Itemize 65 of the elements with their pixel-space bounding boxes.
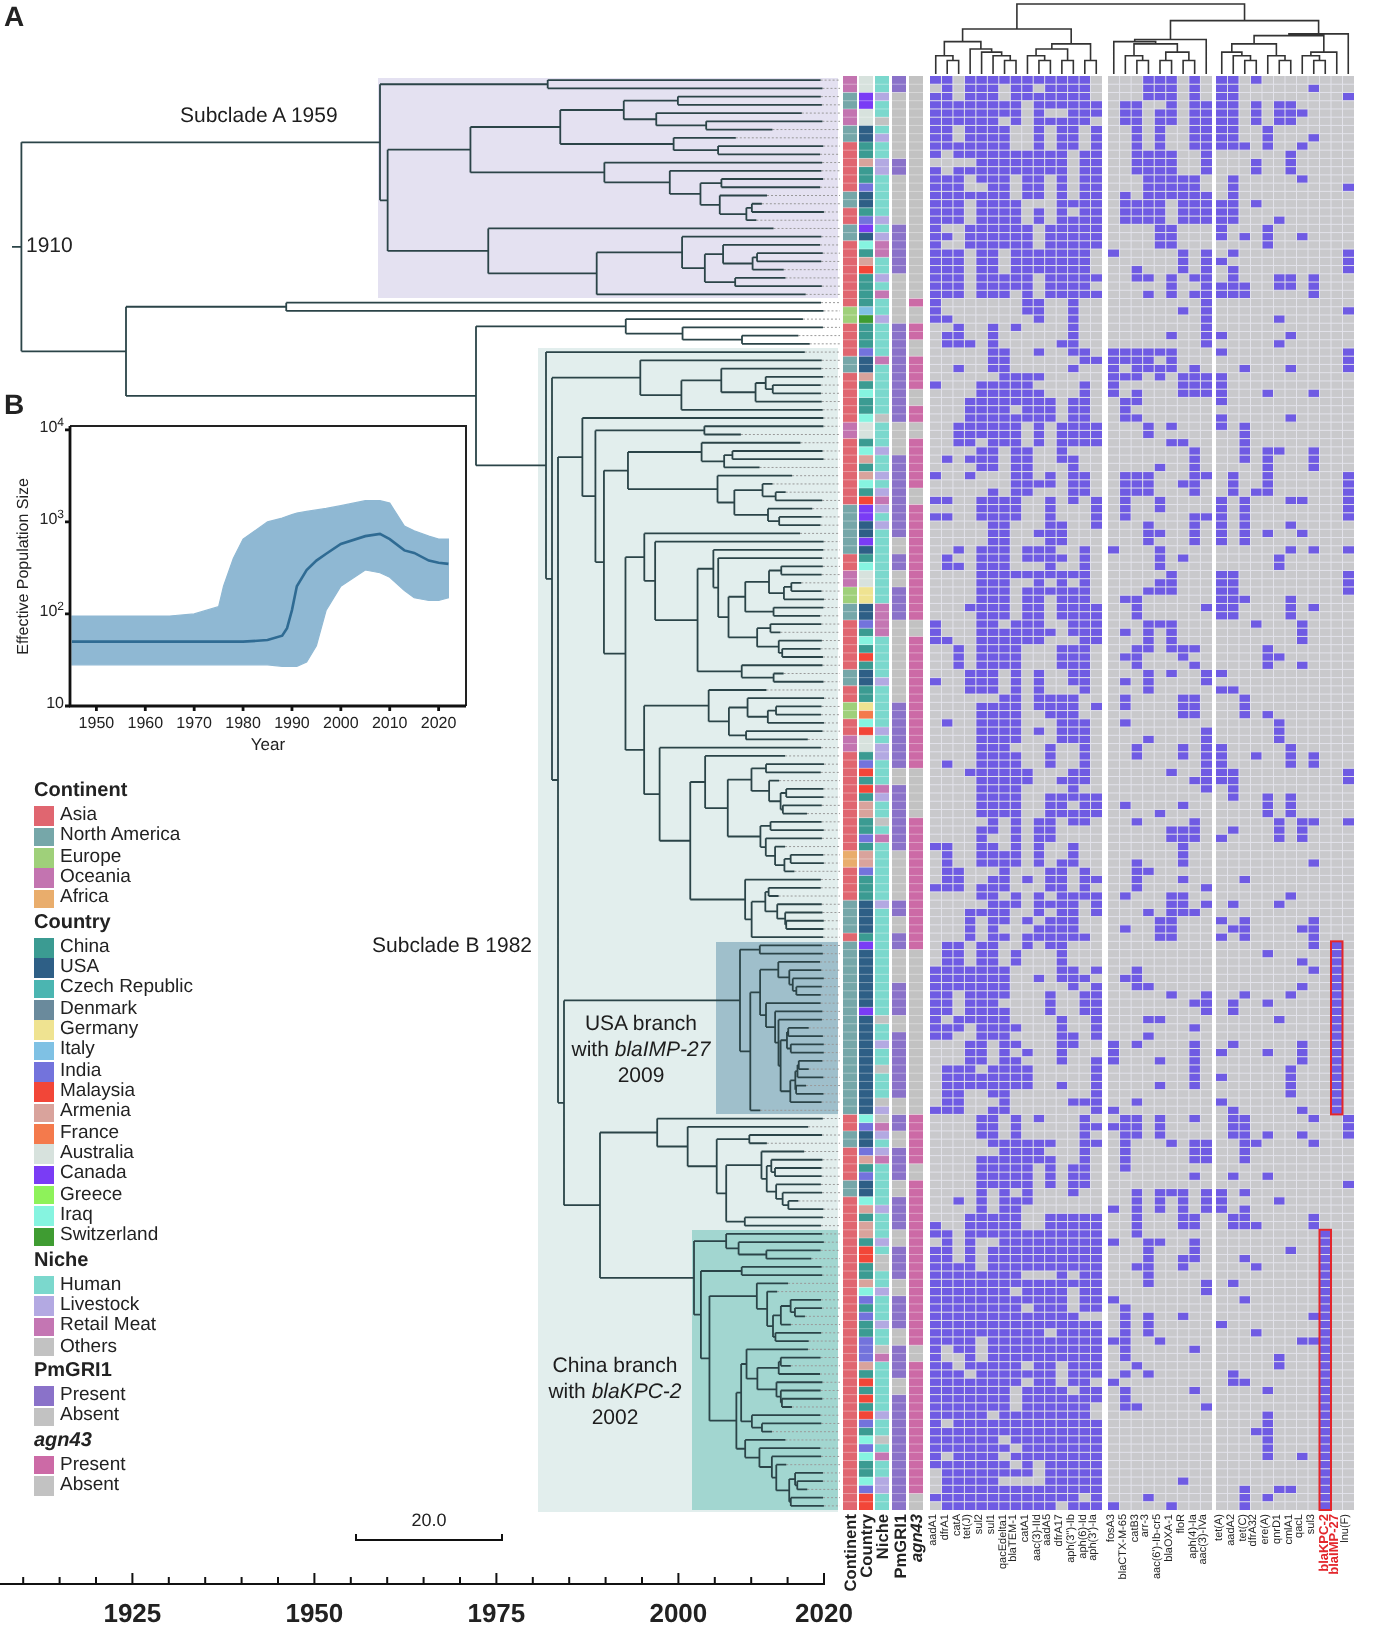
axis-tick-label: 2000 — [649, 1598, 708, 1628]
clade-label: China branch with blaKPC-2 2002 — [546, 1353, 684, 1432]
y-tick-label: 10 — [46, 694, 64, 712]
column-header: Niche — [874, 1514, 890, 1560]
legend-label: Africa — [60, 888, 109, 909]
legend-heading: Country — [34, 909, 113, 938]
panel-label: A — [4, 2, 25, 32]
column-header: Continent — [842, 1514, 858, 1592]
legend-label: China — [60, 937, 110, 958]
y-tick-label: 10$^{3}$ — [39, 509, 64, 528]
y-tick-label: 10$^{2}$ — [39, 601, 64, 620]
legend-label: India — [60, 1061, 102, 1082]
clade-label: USA branch with blaIMP-27 2009 — [570, 1012, 712, 1091]
x-tick-label: 1980 — [225, 714, 261, 732]
x-tick-label: 1950 — [78, 714, 115, 732]
legend-label: Asia — [60, 806, 97, 827]
legend-label: Others — [60, 1337, 118, 1358]
axis-title: Year — [250, 734, 286, 754]
legend-heading: Continent — [34, 778, 130, 806]
legend-label: Czech Republic — [60, 978, 194, 999]
axis-tick-label: 1925 — [103, 1598, 162, 1628]
legend-label: Armenia — [60, 1102, 131, 1123]
legend-label: Absent — [60, 1476, 120, 1497]
legend-label: Retail Meat — [60, 1316, 157, 1337]
legend-label: Present — [60, 1386, 126, 1407]
legend-label: Malaysia — [60, 1082, 135, 1103]
legend-label: Germany — [60, 1020, 139, 1041]
node-date-label: 1910 — [26, 234, 73, 259]
legend-label: Livestock — [60, 1296, 140, 1317]
axis-tick-label: 2020 — [795, 1598, 853, 1628]
legend-label: Italy — [60, 1040, 95, 1061]
legend-label: Greece — [60, 1185, 123, 1206]
legend-label: Denmark — [60, 999, 138, 1020]
axis-tick-label: 1950 — [285, 1598, 344, 1628]
legend-label: Human — [60, 1275, 122, 1296]
column-header: Country — [858, 1514, 874, 1578]
axis-tick-label: 1975 — [467, 1598, 526, 1628]
column-header: PmGRI1 — [891, 1514, 907, 1579]
y-tick-label: 10$^{4}$ — [39, 417, 64, 436]
x-tick-label: 1960 — [127, 714, 164, 732]
column-header: agn43 — [908, 1514, 924, 1562]
legend-label: USA — [60, 958, 100, 979]
legend-label: Iraq — [60, 1206, 93, 1227]
axis-title: Effective Population Size — [14, 477, 34, 655]
legend-label: Canada — [60, 1164, 127, 1185]
legend-heading: PmGRI1 — [34, 1357, 114, 1386]
legend-label: France — [60, 1123, 120, 1144]
x-tick-label: 1990 — [274, 714, 310, 732]
legend-label: Absent — [60, 1406, 120, 1427]
x-tick-label: 1970 — [176, 714, 212, 732]
panel-label: B — [4, 390, 25, 420]
legend-heading: agn43 — [34, 1427, 94, 1456]
x-tick-label: 2000 — [323, 714, 359, 732]
legend-label: Present — [60, 1455, 126, 1476]
legend-heading: Niche — [34, 1247, 91, 1276]
clade-label: Subclade B 1982 — [370, 933, 532, 958]
legend-label: Europe — [60, 847, 122, 868]
x-tick-label: 2010 — [371, 714, 408, 732]
x-tick-label: 2020 — [420, 714, 457, 732]
clade-label: Subclade A 1959 — [180, 104, 340, 128]
legend-label: Switzerland — [60, 1226, 159, 1247]
legend-label: Oceania — [60, 868, 131, 889]
legend-label: Australia — [60, 1144, 134, 1165]
legend-label: North America — [60, 826, 181, 847]
scale-bar-label: 20.0 — [411, 1510, 447, 1530]
